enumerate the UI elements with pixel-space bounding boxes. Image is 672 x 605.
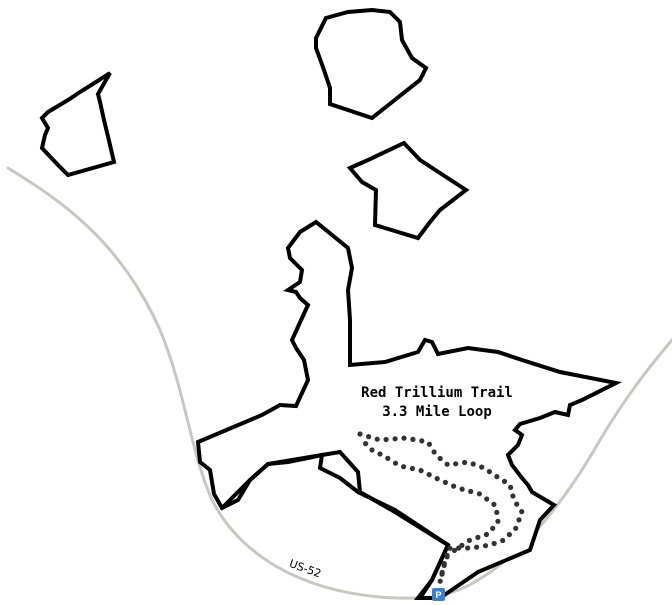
trail-dot: [466, 537, 472, 544]
trail-dot: [392, 436, 398, 442]
trail-dot: [470, 461, 476, 467]
trail-dot: [363, 441, 369, 447]
parking-marker[interactable]: P: [432, 588, 445, 601]
trail-dot: [451, 547, 458, 554]
trail-dot: [468, 488, 474, 495]
trail-dot: [495, 518, 501, 524]
trail-dot: [483, 531, 489, 538]
trail-dot: [385, 455, 391, 461]
trail-dot: [439, 569, 445, 576]
trail-dot: [434, 476, 440, 482]
trail-dot: [357, 431, 363, 437]
trail-dot: [426, 441, 432, 447]
parcel-north: [314, 7, 429, 121]
trail-dot: [474, 544, 480, 550]
preserve-boundary: [195, 219, 623, 600]
trail-dot: [501, 478, 508, 484]
trail-dot: [441, 561, 447, 567]
trail-dot: [442, 479, 448, 485]
trail-dot: [401, 435, 407, 441]
trail-dot: [514, 501, 520, 507]
trail-dot: [462, 459, 468, 466]
trail-dot: [383, 436, 389, 443]
trail-dot: [437, 455, 443, 462]
trail-dot: [475, 534, 481, 541]
trail-dot: [482, 543, 489, 549]
trail-dot: [419, 438, 425, 444]
trail-dot: [401, 464, 407, 470]
trail-dot: [484, 496, 490, 502]
trail-dot: [431, 449, 437, 455]
trail-dot: [459, 542, 465, 549]
trail-dot: [437, 578, 443, 584]
tract-divider: [220, 449, 451, 600]
trail-dot: [506, 532, 512, 538]
parking-icon: [432, 588, 445, 601]
trail-dot: [374, 436, 380, 442]
trail-dot: [366, 434, 372, 440]
trail-dot: [500, 537, 506, 544]
trail-dot: [410, 436, 416, 442]
trail-dot: [418, 468, 424, 474]
trail-dot: [490, 525, 496, 532]
trail-dot: [453, 461, 459, 467]
trail-dot: [519, 509, 525, 515]
red-trillium-trail: [357, 431, 525, 584]
trail-dot: [513, 525, 519, 531]
trail-dot: [476, 491, 482, 497]
trail-dot: [494, 509, 500, 515]
trail-dot: [409, 465, 415, 472]
trail-name-label: Red Trillium Trail: [361, 385, 513, 401]
trail-dot: [426, 472, 432, 478]
us-52-road: [6, 166, 672, 600]
road-label: US-52: [287, 557, 322, 581]
parking-symbol: P: [435, 590, 441, 600]
parcel-middle: [346, 140, 470, 241]
trail-dot: [444, 552, 450, 559]
trail-dot: [465, 545, 471, 551]
trail-dot: [479, 464, 485, 470]
trail-dot: [508, 484, 514, 490]
trail-dot: [447, 545, 453, 551]
parcel-west: [39, 71, 117, 178]
trail-dot: [494, 474, 500, 480]
trail-length-label: 3.3 Mile Loop: [382, 404, 492, 420]
trail-dot: [444, 461, 450, 467]
trail-dot: [369, 447, 375, 453]
trail-dot: [491, 540, 497, 547]
trail-dot: [451, 483, 457, 489]
trail-dot: [510, 493, 516, 499]
trail-dot: [392, 460, 399, 466]
trail-dot: [491, 501, 497, 507]
trail-dot: [486, 469, 492, 475]
trail-dot: [377, 451, 383, 457]
trail-dot: [516, 517, 522, 523]
trail-dot: [459, 486, 465, 492]
